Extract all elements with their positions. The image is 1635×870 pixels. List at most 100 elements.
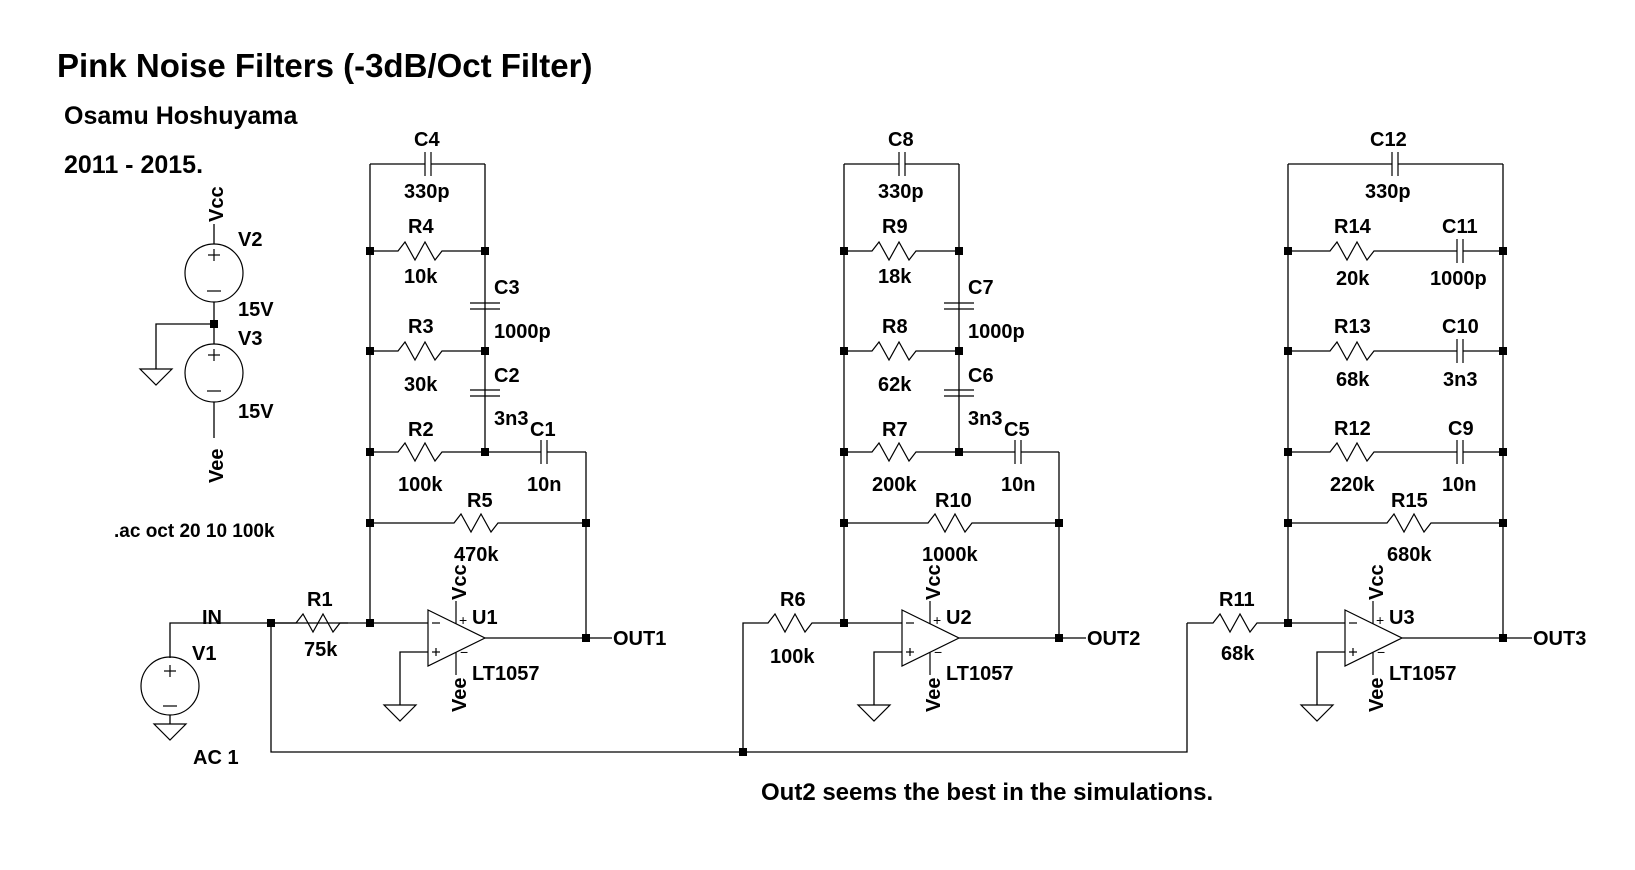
- c2-value: 3n3: [494, 408, 528, 430]
- c11-value: 1000p: [1430, 268, 1487, 290]
- u1-vcc: Vcc: [449, 564, 471, 600]
- u3-model: LT1057: [1389, 663, 1456, 685]
- capacitor-icon[interactable]: [540, 439, 548, 465]
- r9-name: R9: [882, 216, 908, 238]
- power-supply: Vcc V2 15V V3 15V Vee: [139, 186, 274, 483]
- r7-value: 200k: [872, 474, 917, 496]
- u3-vee: Vee: [1366, 678, 1388, 712]
- r15-name: R15: [1391, 490, 1428, 512]
- v1-source-icon[interactable]: [140, 656, 200, 716]
- ground-icon: [383, 704, 417, 722]
- capacitor-icon[interactable]: [1456, 439, 1464, 465]
- r6-name: R6: [780, 589, 806, 611]
- u1-name: U1: [472, 607, 498, 629]
- in-net-label: IN: [202, 607, 222, 629]
- plus-mark: +: [933, 612, 941, 628]
- ac-directive: .ac oct 20 10 100k: [114, 521, 275, 542]
- out1-label: OUT1: [613, 628, 666, 650]
- opamp-icon[interactable]: [901, 601, 961, 675]
- vcc-net-label: Vcc: [206, 186, 228, 222]
- capacitor-icon[interactable]: [898, 151, 906, 177]
- r5-name: R5: [467, 490, 493, 512]
- minus-mark: −: [460, 644, 468, 660]
- c1-value: 10n: [527, 474, 561, 496]
- u1-vee: Vee: [449, 678, 471, 712]
- u2-vee: Vee: [923, 678, 945, 712]
- years: 2011 - 2015.: [64, 151, 203, 179]
- ground-icon: [139, 368, 173, 386]
- r12-value: 220k: [1330, 474, 1375, 496]
- resistor-icon[interactable]: [1323, 241, 1385, 261]
- r11-value: 68k: [1221, 643, 1255, 665]
- c12-value: 330p: [1365, 181, 1411, 203]
- c3-name: C3: [494, 277, 520, 299]
- c6-value: 3n3: [968, 408, 1002, 430]
- resistor-icon[interactable]: [1206, 613, 1268, 633]
- out3-label: OUT3: [1533, 628, 1586, 650]
- opamp-icon[interactable]: [1344, 601, 1404, 675]
- v1-name: V1: [192, 643, 216, 665]
- c9-name: C9: [1448, 418, 1474, 440]
- v2-value: 15V: [238, 299, 274, 321]
- u2-model: LT1057: [946, 663, 1013, 685]
- r2-name: R2: [408, 419, 434, 441]
- resistor-icon[interactable]: [1380, 513, 1442, 533]
- r2-value: 100k: [398, 474, 443, 496]
- v3-source-icon[interactable]: [184, 343, 244, 403]
- capacitor-icon[interactable]: [1391, 151, 1399, 177]
- author: Osamu Hoshuyama: [64, 102, 299, 130]
- u3-vcc: Vcc: [1366, 564, 1388, 600]
- plus-mark: +: [1376, 612, 1384, 628]
- c2-name: C2: [494, 365, 520, 387]
- resistor-icon[interactable]: [761, 613, 823, 633]
- c7-value: 1000p: [968, 321, 1025, 343]
- r11-name: R11: [1219, 589, 1255, 611]
- c4-value: 330p: [404, 181, 450, 203]
- r15-value: 680k: [1387, 544, 1432, 566]
- resistor-icon[interactable]: [865, 341, 927, 361]
- opamp-icon[interactable]: [427, 601, 487, 675]
- resistor-icon[interactable]: [921, 513, 983, 533]
- r9-value: 18k: [878, 266, 912, 288]
- vee-net-label: Vee: [206, 449, 228, 483]
- ground-icon: [857, 704, 891, 722]
- capacitor-icon[interactable]: [1014, 439, 1022, 465]
- r4-value: 10k: [404, 266, 438, 288]
- minus-mark: −: [934, 644, 942, 660]
- resistor-icon[interactable]: [447, 513, 509, 533]
- resistor-icon[interactable]: [865, 442, 927, 462]
- r3-name: R3: [408, 316, 434, 338]
- r5-value: 470k: [454, 544, 499, 566]
- capacitor-icon[interactable]: [424, 151, 432, 177]
- u3-name: U3: [1389, 607, 1415, 629]
- ground-icon: [1300, 704, 1334, 722]
- resistor-icon[interactable]: [391, 241, 453, 261]
- resistor-icon[interactable]: [391, 442, 453, 462]
- capacitor-icon[interactable]: [1456, 238, 1464, 264]
- r8-value: 62k: [878, 374, 912, 396]
- page-title: Pink Noise Filters (-3dB/Oct Filter): [57, 47, 592, 84]
- c4-name: C4: [414, 129, 440, 151]
- v2-source-icon[interactable]: [184, 243, 244, 303]
- r3-value: 30k: [404, 374, 438, 396]
- resistor-icon[interactable]: [391, 341, 453, 361]
- resistor-icon[interactable]: [865, 241, 927, 261]
- out2-label: OUT2: [1087, 628, 1140, 650]
- c10-name: C10: [1442, 316, 1479, 338]
- simulation-note: Out2 seems the best in the simulations.: [761, 779, 1213, 806]
- input-bus-wire: [270, 623, 1188, 753]
- resistor-icon[interactable]: [1323, 442, 1385, 462]
- r8-name: R8: [882, 316, 908, 338]
- r13-value: 68k: [1336, 369, 1370, 391]
- capacitor-icon[interactable]: [1456, 338, 1464, 364]
- c10-value: 3n3: [1443, 369, 1477, 391]
- v1-value: AC 1: [193, 747, 239, 769]
- ground-icon: [153, 723, 187, 741]
- plus-mark: +: [459, 612, 467, 628]
- u2-name: U2: [946, 607, 972, 629]
- c11-name: C11: [1442, 216, 1478, 238]
- resistor-icon[interactable]: [1323, 341, 1385, 361]
- c6-name: C6: [968, 365, 994, 387]
- stage-3: R11 68k C12 330p R14 20k C11 1000p R13 6…: [1187, 129, 1586, 722]
